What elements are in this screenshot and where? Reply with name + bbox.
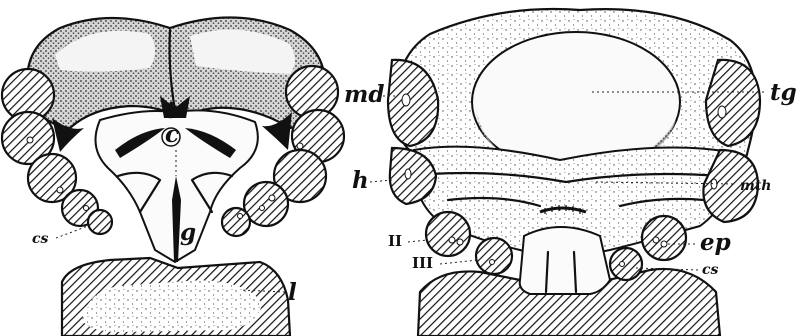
label-III: III [412,254,433,272]
leader-II [408,240,428,242]
label-md: md [344,81,384,108]
leader-III [440,260,478,264]
right-embryo: md tg h mth II III ep cs [344,9,797,336]
label-g: g [180,219,196,246]
leader-cs-left [56,226,88,238]
lower-lip [520,227,610,294]
label-t: t [166,97,177,124]
label-tg: tg [770,79,797,106]
label-cs-right: cs [702,262,719,278]
left-embryo: t c g l cs [2,17,344,336]
label-mth: mth [740,178,771,194]
label-II: II [388,232,402,250]
label-h: h [352,167,369,194]
label-ep: ep [700,229,731,256]
label-cs-left: cs [32,231,49,247]
leader-h [370,180,392,182]
label-l: l [288,279,297,306]
